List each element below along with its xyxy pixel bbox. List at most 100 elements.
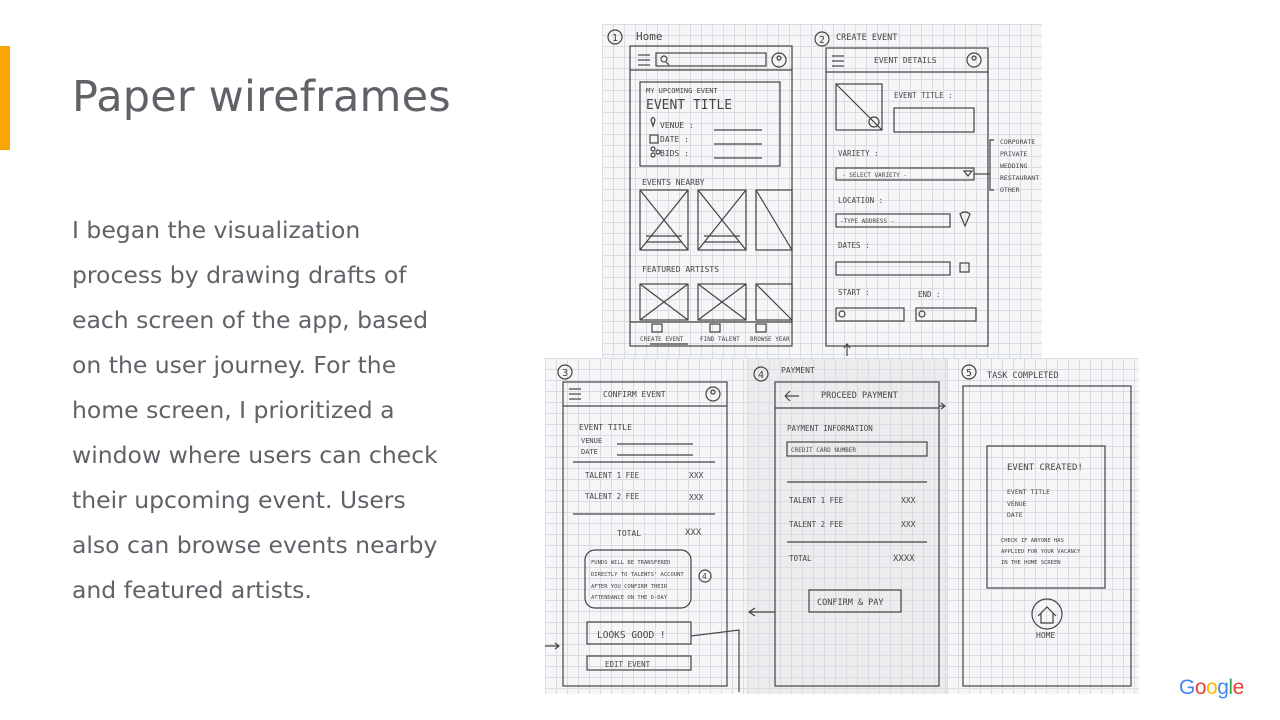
variety-option-3: WEDDING (1000, 162, 1027, 170)
map-pin-icon (959, 211, 971, 228)
edit-event-label: EDIT EVENT (605, 660, 651, 669)
screen-3-number: 3 (562, 368, 568, 379)
looks-good-button (586, 621, 692, 645)
screen-number-circle (814, 31, 830, 47)
confirm-date: DATE (581, 448, 598, 456)
screen-number-circle (753, 366, 769, 382)
event-created-card (986, 445, 1106, 589)
payment-talent-1-fee: XXX (901, 496, 916, 505)
confirm-pay-label: CONFIRM & PAY (817, 598, 884, 608)
event-title-field (893, 107, 975, 133)
select-variety-text: - SELECT VARIETY - (842, 172, 907, 179)
done-date: DATE (1007, 511, 1023, 519)
confirm-event-title: EVENT TITLE (579, 423, 632, 432)
add-image-icon (868, 116, 880, 128)
upcoming-event-card (639, 81, 781, 167)
payment-talent-2-fee: XXX (901, 520, 916, 529)
confirm-talent-1: TALENT 1 FEE (585, 471, 640, 480)
logo-letter-g2: g (1217, 676, 1229, 699)
nav-create-event: CREATE EVENT (640, 336, 684, 343)
edit-event-button (586, 655, 692, 671)
confirm-total-value: XXX (685, 528, 702, 538)
confirm-total: TOTAL (617, 529, 641, 538)
profile-icon (705, 386, 721, 402)
image-placeholder (835, 83, 883, 131)
confirm-talent-1-fee: XXX (689, 471, 704, 480)
people-icon (650, 146, 661, 158)
variety-option-4: RESTAURANT (1000, 174, 1039, 182)
screen-5-number: 5 (966, 368, 972, 379)
confirm-venue: VENUE (581, 437, 602, 445)
screen-number-circle (607, 29, 623, 45)
location-label: LOCATION : (838, 196, 883, 205)
featured-thumbnails (639, 283, 793, 321)
note-number: 4 (702, 572, 707, 581)
upcoming-label: MY UPCOMING EVENT (646, 87, 718, 95)
slide-title: Paper wireframes (72, 72, 451, 122)
payment-total: TOTAL (789, 554, 812, 563)
note-line-1: FUNDS WILL BE TRANSFERED (591, 560, 670, 566)
completed-phone-frame (962, 385, 1132, 687)
start-label: START : (838, 288, 870, 297)
home-label: HOME (1036, 631, 1055, 640)
home-bids-label: BIDS : (660, 149, 689, 158)
nearby-thumbnails (639, 189, 793, 251)
confirm-phone-frame (562, 381, 728, 687)
screen-5-label: TASK COMPLETED (987, 371, 1059, 381)
dates-label: DATES : (838, 241, 870, 250)
done-event-title: EVENT TITLE (1007, 488, 1050, 496)
credit-card-field (786, 441, 928, 457)
payment-talent-1: TALENT 1 FEE (789, 496, 844, 505)
check-line-3: IN THE HOME SCREEN (1001, 560, 1061, 566)
create-phone-frame (825, 47, 989, 347)
logo-letter-o2: o (1206, 676, 1218, 699)
dates-field (835, 261, 951, 276)
address-field (835, 213, 951, 228)
dropdown-icon (962, 170, 974, 177)
hamburger-icon (569, 388, 581, 400)
start-field (835, 307, 905, 322)
screen-1-number: 1 (612, 33, 618, 44)
end-field (915, 307, 977, 322)
note-line-3: AFTER YOU CONFIRM THEIR (591, 584, 668, 590)
wireframe-sketch-confirm: 3 CONFIRM EVENT EVENT TITLE VENUE DATE T… (545, 358, 749, 694)
logo-letter-o1: o (1194, 676, 1207, 699)
hamburger-icon (638, 54, 650, 66)
wireframe-sketch-completed: 5 TASK COMPLETED EVENT CREATED! EVENT TI… (947, 358, 1139, 694)
arrow-left-icon (747, 607, 775, 617)
looks-good-label: LOOKS GOOD ! (597, 630, 666, 641)
back-arrow-icon (784, 390, 799, 402)
clock-icon (838, 310, 846, 318)
screen-number-circle (961, 364, 977, 380)
calendar-icon (649, 134, 659, 144)
screen-1-label: Home (636, 30, 663, 43)
funds-note-box (584, 549, 692, 609)
profile-icon (771, 52, 787, 68)
arrow-up-icon (843, 343, 851, 356)
home-event-title: EVENT TITLE (646, 98, 732, 113)
payment-info-label: PAYMENT INFORMATION (787, 424, 873, 433)
note-line-4: ATTENDANCE ON THE D-DAY (591, 595, 668, 601)
create-event-title-label: EVENT TITLE : (894, 91, 953, 100)
check-line-2: APPLIED FOR YOUR VACANCY (1001, 549, 1081, 555)
proceed-payment-header: PROCEED PAYMENT (821, 391, 898, 401)
slide-body-text: I began the visualization process by dra… (72, 216, 438, 604)
done-venue: VENUE (1007, 500, 1027, 508)
note-line-2: DIRECTLY TO TALENTS' ACCOUNT (591, 572, 684, 578)
confirm-talent-2: TALENT 2 FEE (585, 492, 640, 501)
payment-phone-frame (774, 381, 940, 687)
confirm-talent-2-fee: XXX (689, 493, 704, 502)
search-icon (660, 55, 670, 66)
accent-bar (0, 46, 10, 150)
confirm-event-header: CONFIRM EVENT (603, 390, 666, 399)
nav-browse-year: BROWSE YEAR (750, 336, 790, 343)
home-icon (1031, 598, 1063, 630)
variety-option-5: OTHER (1000, 186, 1020, 194)
variety-option-1: CORPORATE (1000, 138, 1035, 146)
google-logo: Google (1179, 676, 1244, 700)
note-number-circle (698, 569, 712, 583)
end-label: END : (918, 290, 941, 299)
type-address-text: -TYPE ADDRESS - (840, 218, 894, 225)
screen-number-circle (557, 364, 573, 380)
events-nearby-label: EVENTS NEARBY (642, 178, 705, 187)
